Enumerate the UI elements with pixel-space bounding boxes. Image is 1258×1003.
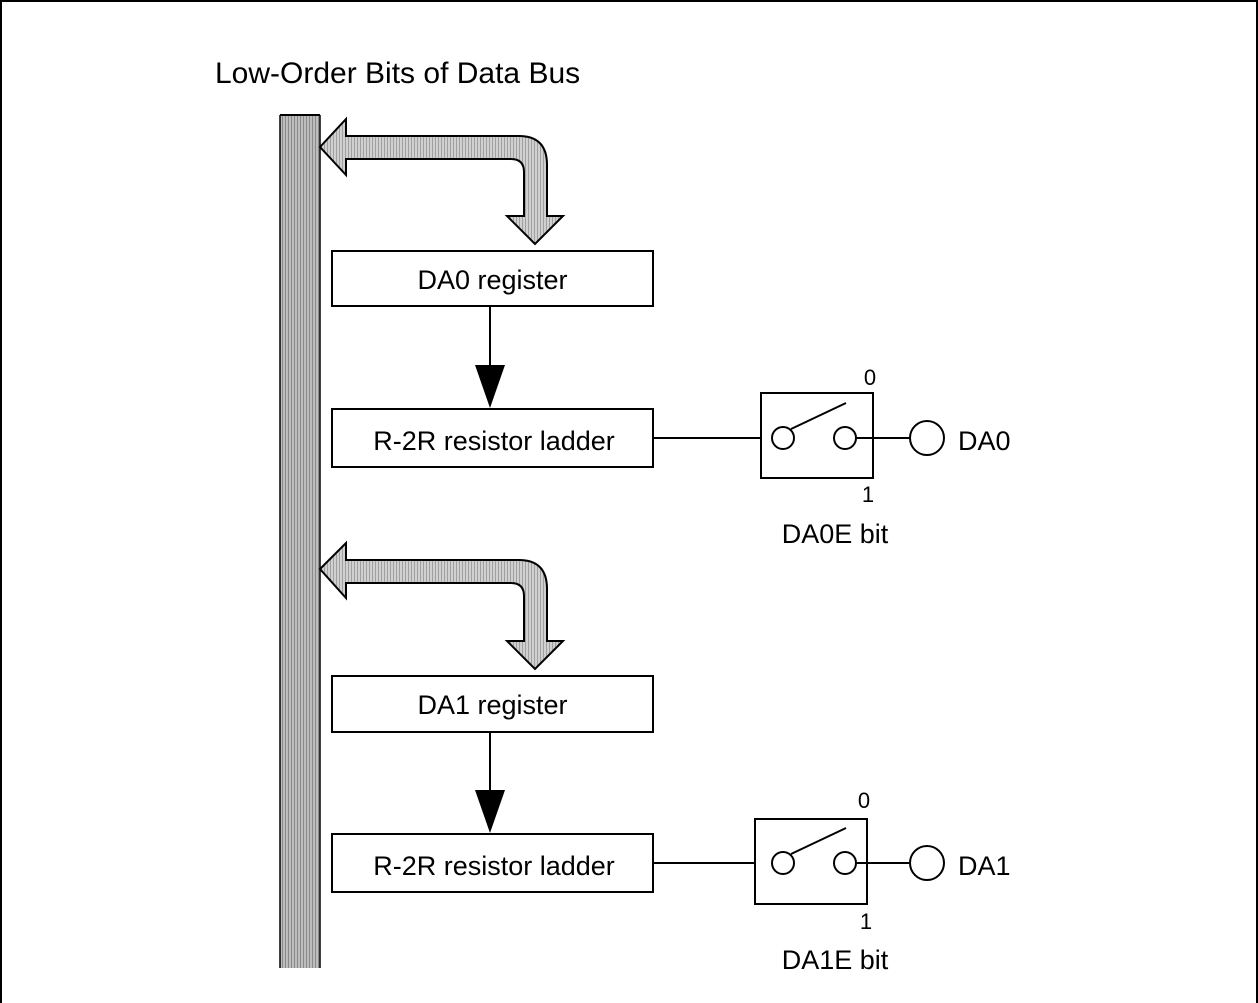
data-bus xyxy=(280,115,320,968)
da1-output-label: DA1 xyxy=(958,851,1011,881)
da0-output-pin xyxy=(909,420,945,456)
da0-output-label: DA0 xyxy=(958,426,1011,456)
da1e-bit-caption: DA1E bit xyxy=(782,945,889,975)
switch-pole-terminal xyxy=(771,851,795,875)
da1-register-box xyxy=(331,675,654,733)
switch-throw-terminal xyxy=(833,851,857,875)
da0e-bit-caption: DA0E bit xyxy=(782,519,889,549)
switch-pole-terminal xyxy=(771,426,795,450)
da0-register-box xyxy=(331,250,654,307)
down-arrow-head xyxy=(475,365,505,408)
switch-state-1-label: 1 xyxy=(860,909,872,934)
da1-register-label: DA1 register xyxy=(417,690,567,720)
switch-state-0-label: 0 xyxy=(864,365,876,390)
da0-register-label: DA0 register xyxy=(417,265,567,295)
switch-throw-terminal xyxy=(833,426,857,450)
switch-state-1-label: 1 xyxy=(862,482,874,507)
channel-0: DA0 register R-2R resistor ladder DA0 0 … xyxy=(318,116,1011,549)
switch-state-0-label: 0 xyxy=(858,788,870,813)
diagram-title: Low-Order Bits of Data Bus xyxy=(215,57,580,90)
channel-1: DA1 register R-2R resistor ladder DA1 0 … xyxy=(318,540,1011,975)
r2r-ladder-0-box xyxy=(331,408,654,468)
switch-blade xyxy=(790,827,847,855)
switch-blade xyxy=(790,402,847,430)
bidirectional-bus-arrow xyxy=(318,116,566,246)
bidirectional-bus-arrow xyxy=(318,540,566,671)
r2r-ladder-0-label: R-2R resistor ladder xyxy=(373,426,615,456)
r2r-ladder-1-box xyxy=(331,833,654,893)
r2r-ladder-1-label: R-2R resistor ladder xyxy=(373,851,615,881)
down-arrow-head xyxy=(475,790,505,833)
da1-output-pin xyxy=(909,845,945,881)
